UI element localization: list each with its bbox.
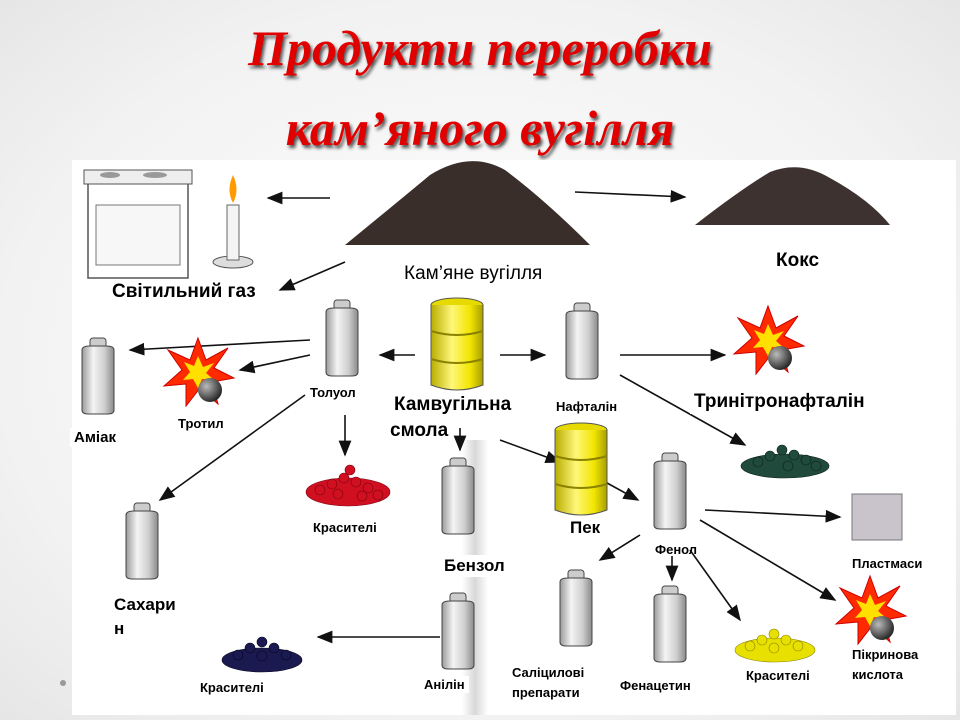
dyes-phenol-label: Красителі — [746, 668, 810, 683]
toluene-label: Толуол — [310, 385, 356, 400]
dyes-aniline-label: Красителі — [200, 680, 264, 695]
toluene-bottle-icon — [325, 299, 359, 377]
picric-acid-label-2: кислота — [848, 666, 908, 683]
salicyl-bottle-icon — [559, 569, 593, 647]
coal-label: Кам’яне вугілля — [404, 263, 543, 284]
coal-heap — [345, 161, 590, 245]
flow-arrows — [128, 189, 842, 644]
title-line-2: кам’яного вугілля — [285, 100, 675, 156]
slide-bullet — [60, 680, 66, 686]
salicyl-label-1: Саліцилові — [512, 665, 585, 680]
salicyl-label-2: препарати — [512, 685, 580, 700]
blue-dye-heap — [221, 636, 303, 673]
aniline-bottle-icon — [441, 592, 475, 670]
red-dye-heap — [305, 464, 391, 507]
ammonia-label: Аміак — [70, 428, 120, 447]
saccharin-label-1: Сахари — [110, 594, 180, 616]
pitch-barrel-icon — [554, 422, 608, 516]
saccharin-bottle-icon — [125, 502, 159, 580]
phenol-bottle-icon — [653, 452, 687, 530]
phenol-label: Фенол — [655, 542, 698, 557]
naphthalene-label: Нафталін — [556, 399, 618, 414]
coal-tar-label-1: Камвугільна — [390, 393, 516, 417]
phenacetin-bottle-icon — [653, 585, 687, 663]
gas-lamp-icon — [212, 175, 254, 269]
trotyl-label: Тротил — [178, 416, 224, 431]
dyes-toluene-label: Красителі — [313, 520, 377, 535]
benzene-bottle-icon — [441, 457, 475, 535]
coal-tar-label-2: смола — [390, 420, 449, 441]
phenacetin-label: Фенацетин — [620, 678, 691, 693]
trinitronaphthalene-explosion-icon — [733, 305, 805, 375]
diagram-panel — [72, 160, 956, 715]
plastics-label: Пластмаси — [848, 555, 927, 572]
trinitronaphthalene-label: Тринітронафталін — [690, 390, 869, 414]
stove-icon — [83, 169, 193, 279]
yellow-dye-heap — [734, 628, 816, 663]
naphthalene-bottle-icon — [565, 302, 599, 380]
picric-acid-label-1: Пікринова — [848, 646, 923, 663]
coke-heap — [695, 167, 890, 225]
aniline-label: Анілін — [420, 676, 469, 693]
benzene-label: Бензол — [440, 555, 509, 577]
plastics-sample-icon — [851, 493, 903, 541]
lighting-gas-label: Світильний газ — [108, 280, 260, 304]
pitch-label: Пек — [570, 518, 601, 537]
ammonia-bottle-icon — [81, 337, 115, 415]
coke-label: Кокс — [776, 250, 820, 271]
picric-acid-explosion-icon — [835, 575, 907, 645]
coal-tar-barrel-icon — [430, 297, 484, 391]
saccharin-label-2: н — [110, 618, 129, 640]
title-line-1: Продукти переробки — [248, 20, 712, 76]
green-dye-heap — [740, 444, 830, 479]
